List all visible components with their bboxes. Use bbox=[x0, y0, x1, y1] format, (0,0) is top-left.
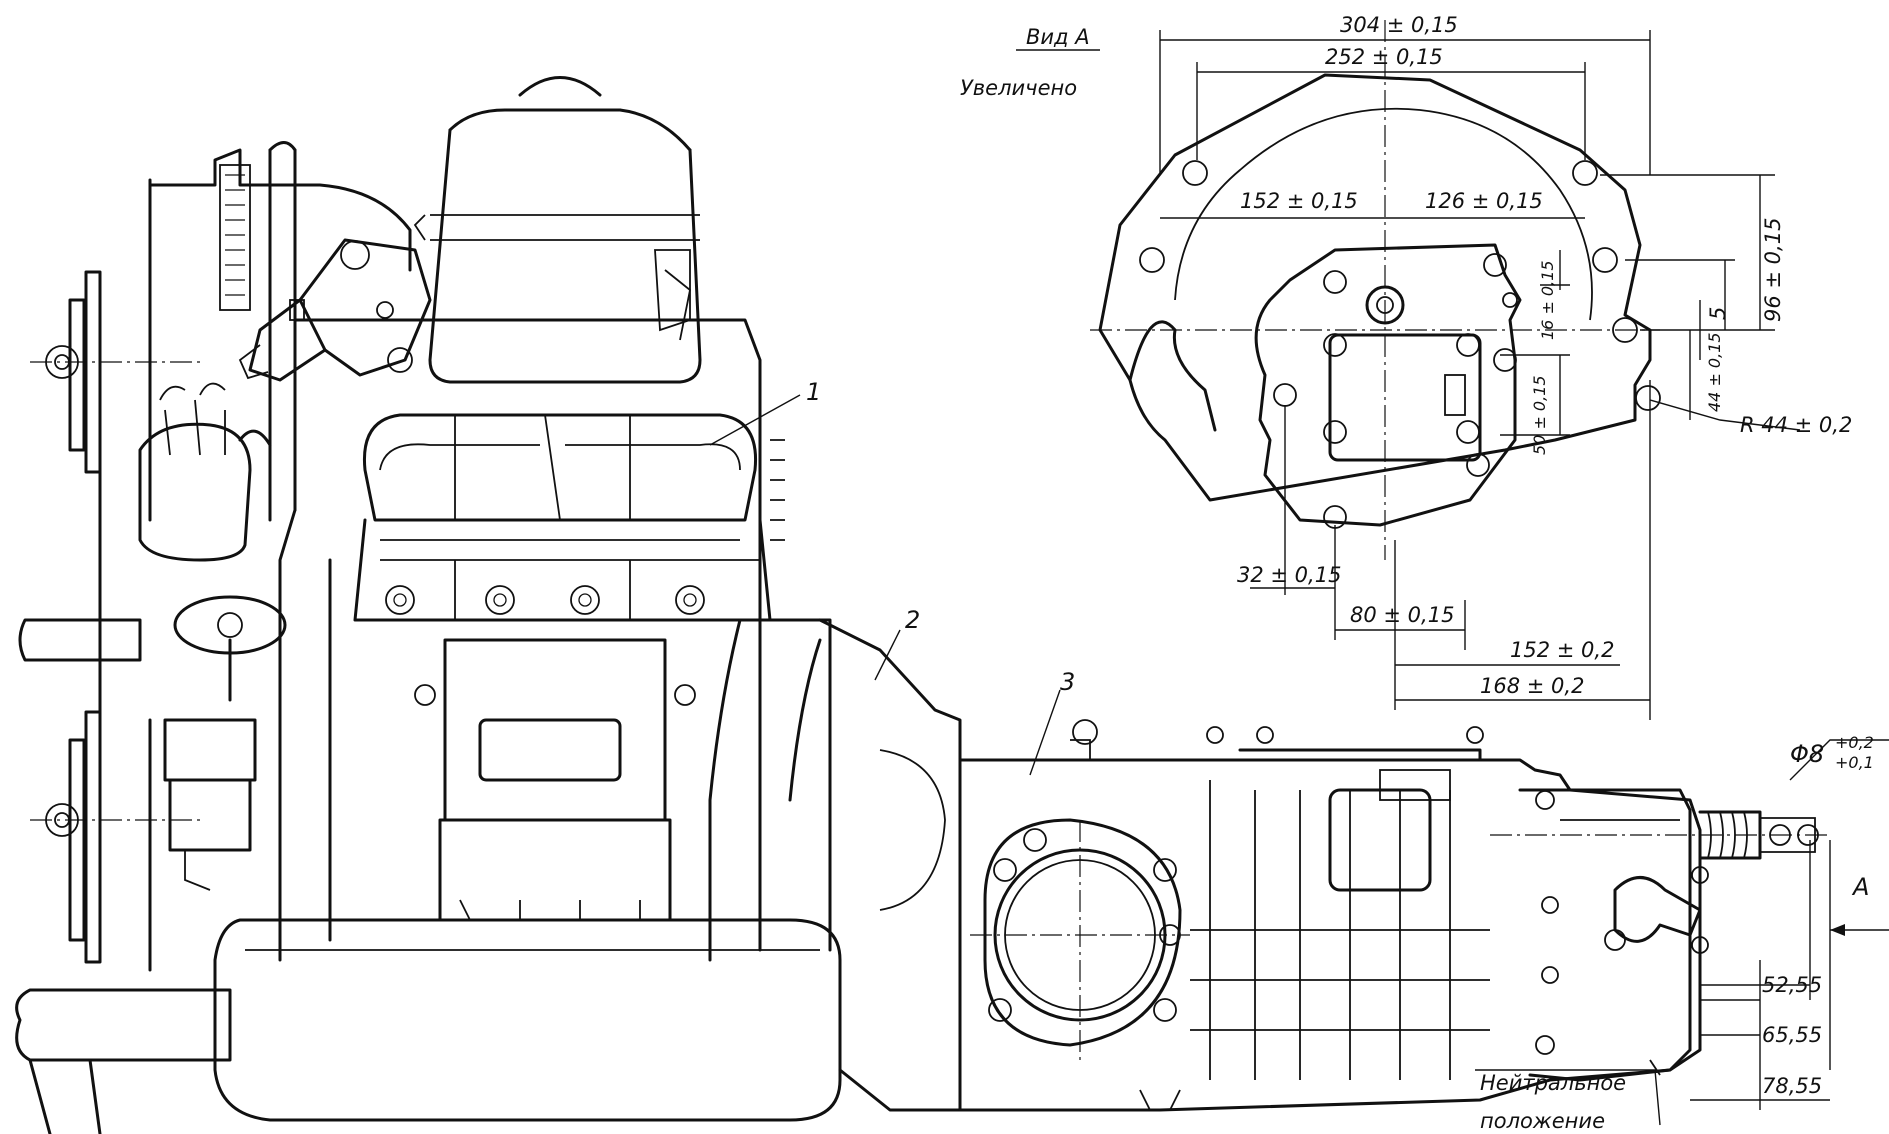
dim-r44: R 44 ± 0,2 bbox=[1740, 413, 1852, 437]
view-a-title: Вид А bbox=[1026, 25, 1090, 49]
dim-152-02: 152 ± 0,2 bbox=[1510, 638, 1614, 662]
dim-65-55: 65,55 bbox=[1762, 1023, 1822, 1047]
distributor bbox=[138, 382, 287, 702]
dim-50: 50 ± 0,15 bbox=[1530, 375, 1549, 455]
dim-78-55: 78,55 bbox=[1762, 1074, 1822, 1098]
view-a-dimensions bbox=[1159, 30, 1801, 720]
oil-pan bbox=[15, 918, 842, 1134]
air-filter bbox=[413, 76, 702, 384]
dim-32: 32 ± 0,15 bbox=[1237, 563, 1341, 587]
neutral-label-line2: положение bbox=[1480, 1109, 1605, 1133]
cover-plate bbox=[1328, 333, 1482, 462]
fuel-pump bbox=[238, 238, 432, 382]
top-cover bbox=[1328, 788, 1432, 892]
dim-252: 252 ± 0,15 bbox=[1325, 45, 1443, 69]
bell-housing-outline bbox=[1098, 73, 1652, 502]
shift-rod-dimensions bbox=[1475, 739, 1889, 1126]
rear-extension bbox=[1139, 788, 1709, 1111]
rear-flange bbox=[970, 818, 1190, 1060]
dim-126: 126 ± 0,15 bbox=[1425, 189, 1543, 213]
neutral-label-line1: Нейтральное bbox=[1480, 1071, 1626, 1095]
callout-leaders bbox=[709, 49, 1100, 776]
callout-1: 1 bbox=[806, 378, 821, 406]
view-a bbox=[1090, 20, 1801, 720]
dim-304: 304 ± 0,15 bbox=[1340, 13, 1458, 37]
dim-80: 80 ± 0,15 bbox=[1350, 603, 1454, 627]
shift-lever bbox=[1490, 810, 1830, 860]
dim-phi8: Φ8 bbox=[1790, 740, 1824, 768]
dim-168: 168 ± 0,2 bbox=[1480, 674, 1584, 698]
engine-assembly bbox=[15, 76, 842, 1134]
pulley-assembly bbox=[30, 178, 200, 972]
callout-2: 2 bbox=[905, 606, 920, 634]
dim-5: 5 bbox=[1706, 307, 1730, 320]
view-a-subtitle: Увеличено bbox=[960, 76, 1077, 100]
dim-52-55: 52,55 bbox=[1762, 973, 1822, 997]
dim-44: 44 ± 0,15 bbox=[1705, 332, 1724, 412]
dim-phi8-upper: +0,2 bbox=[1835, 733, 1874, 752]
dim-phi8-lower: +0,1 bbox=[1835, 753, 1874, 772]
dim-16: 16 ± 0,15 bbox=[1538, 260, 1557, 340]
fan-housing bbox=[148, 141, 412, 522]
cylinder-head bbox=[353, 413, 785, 622]
view-a-bolts bbox=[1139, 160, 1661, 529]
dim-96: 96 ± 0,15 bbox=[1761, 218, 1785, 322]
gearbox bbox=[818, 618, 1830, 1112]
clutch-bell bbox=[818, 618, 962, 1112]
bell-window bbox=[879, 749, 946, 911]
gearbox-face bbox=[1254, 243, 1522, 527]
gearbox-case bbox=[958, 758, 1702, 1112]
callout-3: 3 bbox=[1060, 668, 1075, 696]
dim-152-015: 152 ± 0,15 bbox=[1240, 189, 1358, 213]
starter bbox=[18, 618, 257, 891]
arrow-a-label: A bbox=[1851, 873, 1869, 901]
